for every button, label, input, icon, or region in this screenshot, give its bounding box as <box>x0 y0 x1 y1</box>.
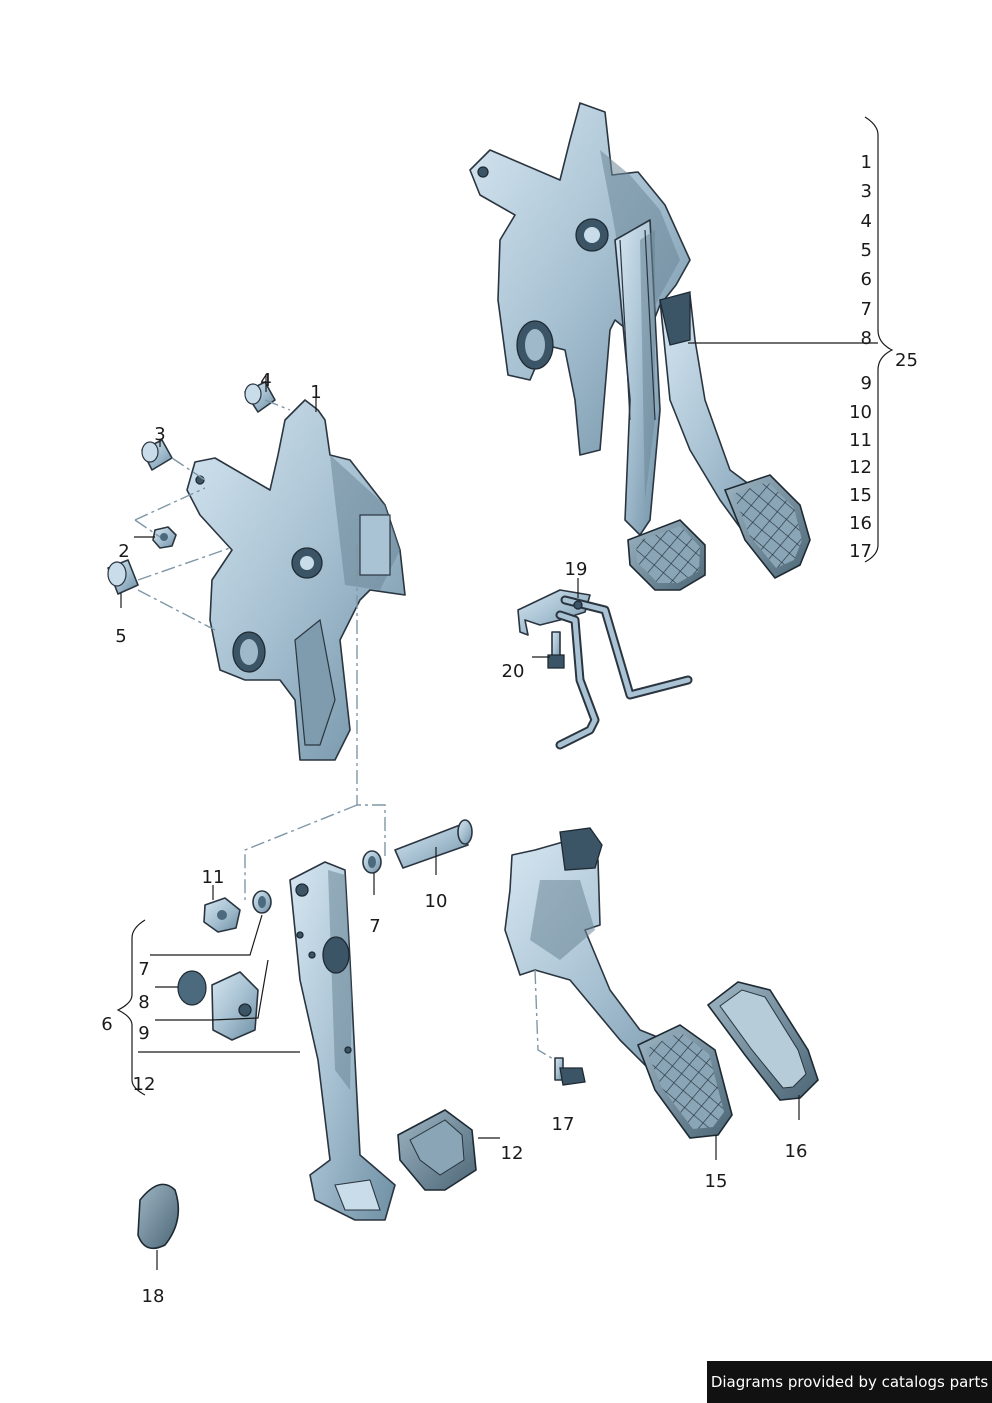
list-item: 4 <box>861 211 872 232</box>
callout-1: 1 <box>310 382 321 403</box>
accelerator-pedal <box>504 827 733 1139</box>
list-item: 6 <box>861 269 872 290</box>
list-item: 15 <box>849 485 872 506</box>
bushing-7-right <box>362 850 382 874</box>
switch-9 <box>211 971 259 1041</box>
list-item: 5 <box>861 240 872 261</box>
callout-12: 12 <box>501 1143 524 1164</box>
callout-4: 4 <box>260 370 271 391</box>
list-item: 17 <box>849 541 872 562</box>
list-item: 1 <box>861 152 872 173</box>
shaft-10 <box>394 819 473 869</box>
list-item: 10 <box>849 402 872 423</box>
bushing-5 <box>107 559 139 595</box>
callout-16: 16 <box>785 1141 808 1162</box>
callout-5: 5 <box>115 626 126 647</box>
pedal-pad-12 <box>397 1109 477 1191</box>
footer-credit: Diagrams provided by catalogs parts <box>707 1361 992 1403</box>
bushing-4 <box>244 381 276 413</box>
list-item: 7 <box>861 299 872 320</box>
callout-20: 20 <box>502 661 525 682</box>
list-item: 12 <box>849 457 872 478</box>
callout-9: 9 <box>138 1023 149 1044</box>
pad-18 <box>137 1183 180 1250</box>
complete-pedal-assembly <box>469 102 811 591</box>
callout-18: 18 <box>142 1286 165 1307</box>
list-item: 9 <box>861 373 872 394</box>
pedal-bracket-1 <box>186 399 406 761</box>
callout-7: 7 <box>369 916 380 937</box>
clip-11 <box>203 897 241 933</box>
list-item: 16 <box>849 513 872 534</box>
callout-25: 25 <box>895 350 918 371</box>
callout-17: 17 <box>552 1114 575 1135</box>
bushing-7-left <box>252 890 272 914</box>
bolt-20 <box>547 631 565 669</box>
list-item: 11 <box>849 430 872 451</box>
clutch-pedal-lever <box>289 861 396 1221</box>
list-item: 3 <box>861 181 872 202</box>
bolt-17 <box>554 1057 586 1086</box>
callout-7: 7 <box>138 959 149 980</box>
callout-6: 6 <box>101 1014 112 1035</box>
pedal-bracket-19 <box>517 589 693 750</box>
list-item: 8 <box>861 328 872 349</box>
callout-19: 19 <box>565 559 588 580</box>
nut-2 <box>152 526 177 549</box>
callout-15: 15 <box>705 1171 728 1192</box>
assembly-list: 1 3 4 5 6 7 8 9 10 11 12 15 16 17 25 <box>849 116 918 563</box>
callout-11: 11 <box>202 867 225 888</box>
callout-12: 12 <box>133 1074 156 1095</box>
pedal-pad-16 <box>706 981 819 1101</box>
callout-10: 10 <box>425 891 448 912</box>
callout-3: 3 <box>154 424 165 445</box>
callout-8: 8 <box>138 992 149 1013</box>
callout-2: 2 <box>118 541 129 562</box>
cap-8 <box>177 970 207 1006</box>
